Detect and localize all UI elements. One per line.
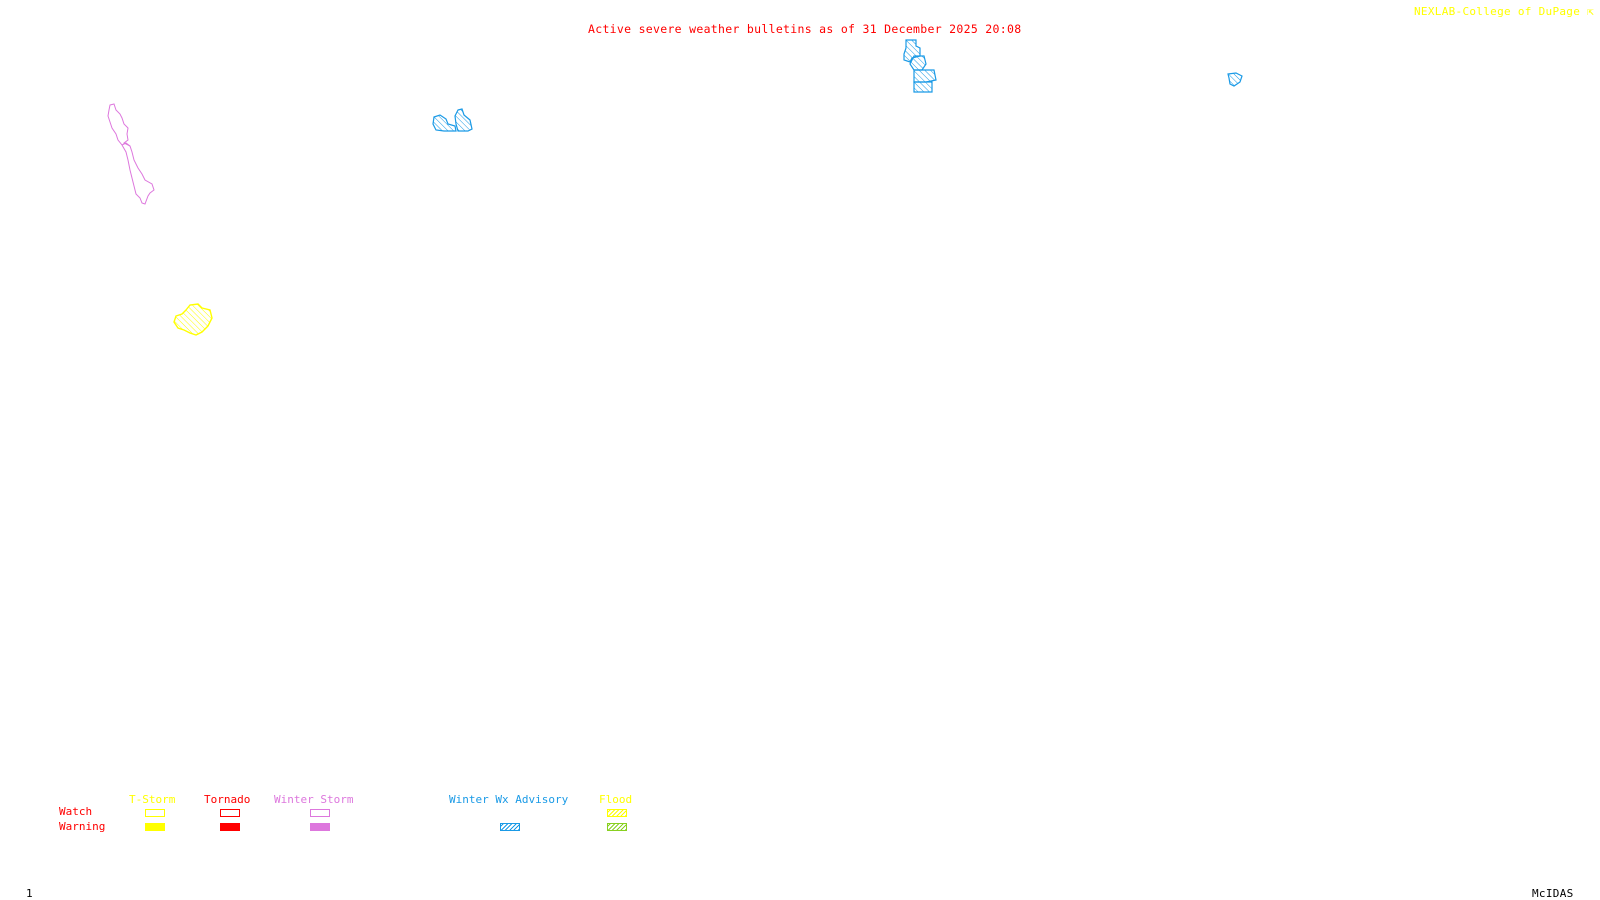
legend-header-winter-wx-advisory: Winter Wx Advisory <box>449 793 569 806</box>
legend-swatch-winter-storm-warning <box>310 823 330 831</box>
winter-advisory-area-midwest <box>903 39 937 93</box>
legend-header-flood: Flood <box>599 793 633 806</box>
winter-storm-warning-area <box>107 103 155 205</box>
legend-row-warning: Warning <box>59 820 106 833</box>
winter-advisory-area-rockies-2 <box>454 108 473 132</box>
map-title: Active severe weather bulletins as of 31… <box>588 22 1022 36</box>
legend-header-tornado: Tornado <box>204 793 251 806</box>
winter-advisory-area-rockies <box>432 114 457 132</box>
credit-label: NEXLAB-College of DuPage ⇱ <box>1414 6 1594 17</box>
legend-swatch-flood-watch <box>607 809 627 817</box>
legend-header-tstorm: T-Storm <box>129 793 176 806</box>
legend-header-winter-storm: Winter Storm <box>274 793 354 806</box>
legend-swatch-tornado-warning <box>220 823 240 831</box>
legend-swatch-winter-wx-advisory <box>500 823 520 831</box>
legend-swatch-tornado-watch <box>220 809 240 817</box>
credit-text: NEXLAB-College of DuPage <box>1414 5 1581 18</box>
legend-swatch-winter-storm-watch <box>310 809 330 817</box>
software-label: McIDAS <box>1532 887 1574 900</box>
winter-advisory-area-northeast <box>1227 72 1243 87</box>
legend-row-watch: Watch <box>59 805 93 818</box>
frame-number: 1 <box>26 887 33 900</box>
legend-swatch-flood-warning <box>607 823 627 831</box>
corner-arrow-icon: ⇱ <box>1587 5 1595 18</box>
flood-watch-area <box>173 303 213 336</box>
legend-swatch-tstorm-warning <box>145 823 165 831</box>
winter-storm-warning-divider <box>121 142 131 147</box>
legend-swatch-tstorm-watch <box>145 809 165 817</box>
